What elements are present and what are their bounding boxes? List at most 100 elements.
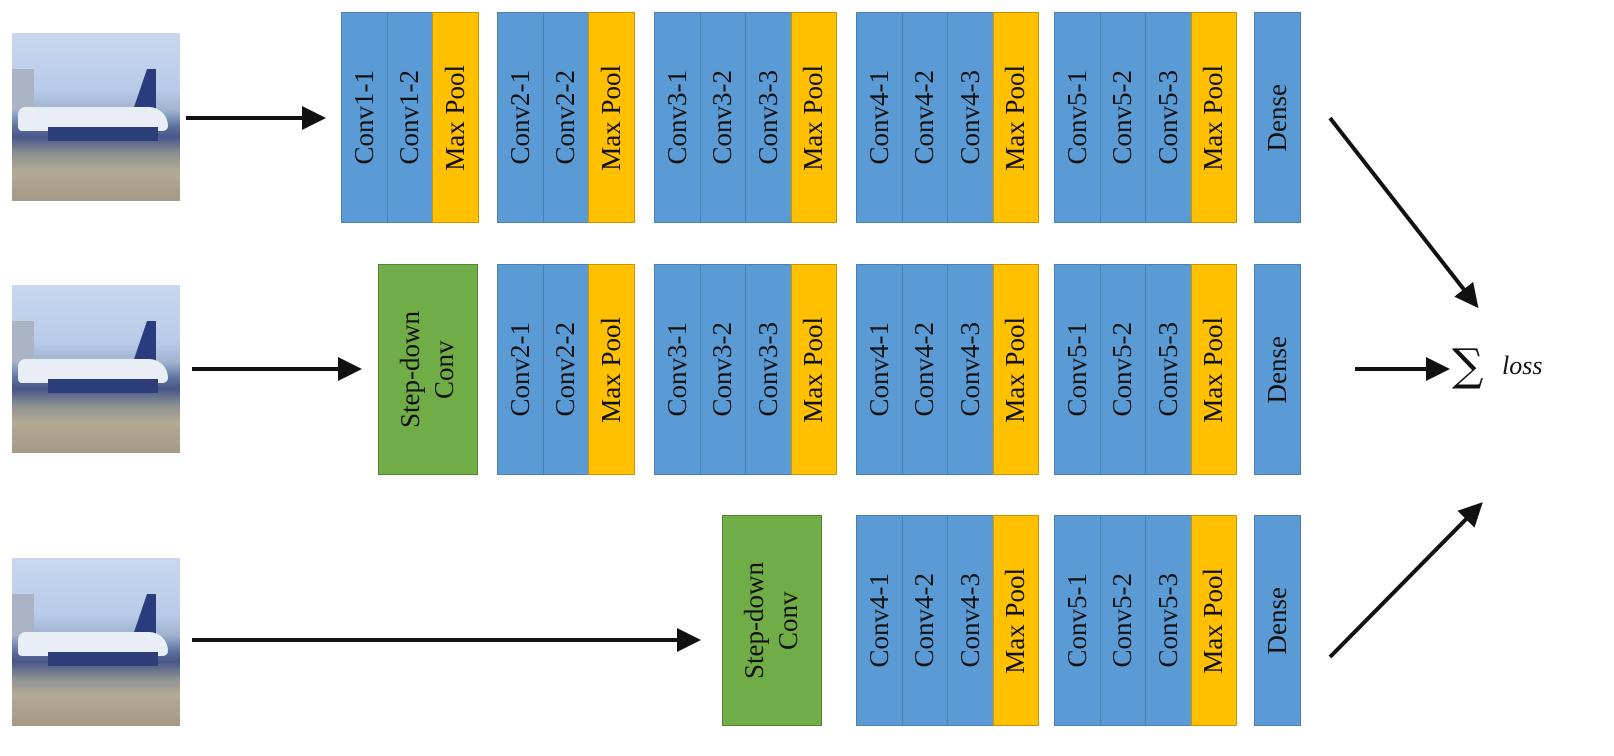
conv-layer-label: Conv3-1 bbox=[661, 322, 692, 417]
conv-layer-label: Conv3-2 bbox=[707, 322, 738, 417]
dense-layer-label: Dense bbox=[1261, 83, 1292, 152]
max-pool-layer: Max Pool bbox=[588, 12, 635, 223]
conv-layer: Conv4-1 bbox=[856, 12, 903, 223]
max-pool-layer: Max Pool bbox=[992, 264, 1039, 475]
max-pool-layer-label: Max Pool bbox=[1198, 316, 1229, 423]
max-pool-layer: Max Pool bbox=[588, 264, 635, 475]
airplane-image bbox=[12, 285, 180, 453]
step-down-conv-line: Step-down bbox=[739, 562, 770, 679]
max-pool-layer-label: Max Pool bbox=[1198, 64, 1229, 171]
conv-layer: Conv3-3 bbox=[745, 12, 792, 223]
airplane-image bbox=[12, 33, 180, 201]
conv-layer-label: Conv5-1 bbox=[1061, 70, 1092, 165]
summation-symbol: ∑ bbox=[1452, 340, 1484, 391]
conv-layer: Conv5-2 bbox=[1099, 264, 1146, 475]
max-pool-layer-label: Max Pool bbox=[1000, 64, 1031, 171]
conv-layer: Conv5-3 bbox=[1145, 515, 1192, 726]
dense-layer-label: Dense bbox=[1261, 586, 1292, 655]
max-pool-layer-label: Max Pool bbox=[798, 316, 829, 423]
step-down-conv-line: Conv bbox=[429, 340, 459, 399]
conv-layer-label: Conv4-3 bbox=[954, 573, 985, 668]
loss-label: loss bbox=[1502, 351, 1543, 380]
conv-layer: Conv5-2 bbox=[1099, 12, 1146, 223]
conv-layer: Conv4-3 bbox=[947, 264, 994, 475]
max-pool-layer-label: Max Pool bbox=[595, 316, 626, 423]
conv-layer: Conv5-1 bbox=[1054, 264, 1101, 475]
conv-layer: Conv4-3 bbox=[947, 515, 994, 726]
dense-layer-label: Dense bbox=[1261, 335, 1292, 404]
conv-layer: Conv4-1 bbox=[856, 264, 903, 475]
conv-layer-label: Conv3-2 bbox=[707, 70, 738, 165]
output-arrow bbox=[1328, 502, 1483, 659]
conv-layer: Conv5-2 bbox=[1099, 515, 1146, 726]
conv-layer-label: Conv2-1 bbox=[504, 322, 535, 417]
max-pool-layer-label: Max Pool bbox=[439, 64, 470, 171]
conv-layer-label: Conv1-1 bbox=[348, 70, 379, 165]
conv-layer-label: Conv4-2 bbox=[909, 322, 940, 417]
conv-layer: Conv1-2 bbox=[386, 12, 433, 223]
dense-layer: Dense bbox=[1254, 12, 1301, 223]
conv-layer: Conv4-2 bbox=[901, 12, 948, 223]
max-pool-layer-label: Max Pool bbox=[595, 64, 626, 171]
conv-layer: Conv1-1 bbox=[341, 12, 388, 223]
conv-layer-label: Conv1-2 bbox=[394, 70, 425, 165]
conv-layer-label: Conv5-2 bbox=[1107, 322, 1138, 417]
conv-layer-label: Conv5-1 bbox=[1061, 573, 1092, 668]
max-pool-layer: Max Pool bbox=[992, 515, 1039, 726]
conv-layer: Conv2-2 bbox=[542, 12, 589, 223]
dense-layer: Dense bbox=[1254, 515, 1301, 726]
conv-layer: Conv5-3 bbox=[1145, 12, 1192, 223]
max-pool-layer: Max Pool bbox=[1190, 12, 1237, 223]
conv-layer-label: Conv2-2 bbox=[550, 322, 581, 417]
conv-layer: Conv3-1 bbox=[654, 264, 701, 475]
conv-layer-label: Conv4-3 bbox=[954, 70, 985, 165]
max-pool-layer: Max Pool bbox=[1190, 515, 1237, 726]
step-down-conv-line: Conv bbox=[773, 591, 803, 650]
conv-layer-label: Conv4-1 bbox=[863, 573, 894, 668]
conv-layer-label: Conv2-2 bbox=[550, 70, 581, 165]
conv-layer: Conv3-2 bbox=[699, 264, 746, 475]
conv-layer: Conv2-1 bbox=[497, 264, 544, 475]
output-arrow bbox=[1328, 116, 1479, 309]
max-pool-layer: Max Pool bbox=[790, 264, 837, 475]
max-pool-layer: Max Pool bbox=[790, 12, 837, 223]
max-pool-layer: Max Pool bbox=[992, 12, 1039, 223]
conv-layer: Conv4-1 bbox=[856, 515, 903, 726]
conv-layer-label: Conv4-3 bbox=[954, 322, 985, 417]
conv-layer-label: Conv4-1 bbox=[863, 70, 894, 165]
conv-layer: Conv4-2 bbox=[901, 264, 948, 475]
conv-layer-label: Conv4-2 bbox=[909, 70, 940, 165]
conv-layer-label: Conv5-2 bbox=[1107, 573, 1138, 668]
conv-layer-label: Conv4-1 bbox=[863, 322, 894, 417]
conv-layer: Conv4-2 bbox=[901, 515, 948, 726]
conv-layer: Conv5-1 bbox=[1054, 12, 1101, 223]
conv-layer-label: Conv5-1 bbox=[1061, 322, 1092, 417]
max-pool-layer-label: Max Pool bbox=[1000, 567, 1031, 674]
conv-layer-label: Conv5-3 bbox=[1152, 573, 1183, 668]
max-pool-layer: Max Pool bbox=[432, 12, 479, 223]
airplane-image bbox=[12, 558, 180, 726]
conv-layer-label: Conv5-3 bbox=[1152, 70, 1183, 165]
max-pool-layer-label: Max Pool bbox=[1000, 316, 1031, 423]
step-down-conv-line: Step-down bbox=[395, 311, 426, 428]
conv-layer: Conv2-1 bbox=[497, 12, 544, 223]
conv-layer-label: Conv2-1 bbox=[504, 70, 535, 165]
max-pool-layer: Max Pool bbox=[1190, 264, 1237, 475]
conv-layer-label: Conv5-3 bbox=[1152, 322, 1183, 417]
conv-layer: Conv5-3 bbox=[1145, 264, 1192, 475]
max-pool-layer-label: Max Pool bbox=[1198, 567, 1229, 674]
conv-layer-label: Conv4-2 bbox=[909, 573, 940, 668]
conv-layer: Conv3-1 bbox=[654, 12, 701, 223]
conv-layer-label: Conv3-3 bbox=[752, 70, 783, 165]
conv-layer-label: Conv5-2 bbox=[1107, 70, 1138, 165]
conv-layer: Conv3-3 bbox=[745, 264, 792, 475]
conv-layer: Conv3-2 bbox=[699, 12, 746, 223]
max-pool-layer-label: Max Pool bbox=[798, 64, 829, 171]
conv-layer-label: Conv3-3 bbox=[752, 322, 783, 417]
